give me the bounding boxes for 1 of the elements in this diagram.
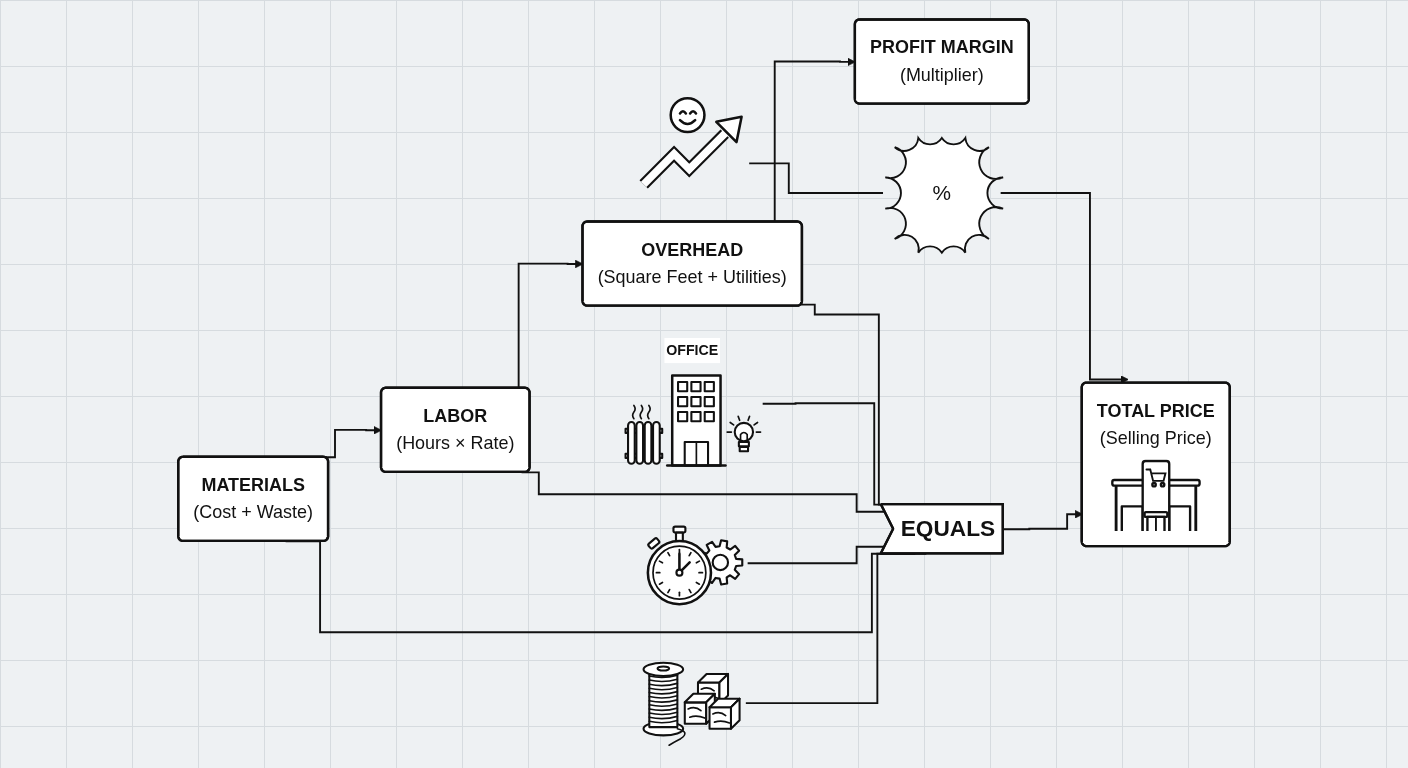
connector xyxy=(748,162,884,194)
